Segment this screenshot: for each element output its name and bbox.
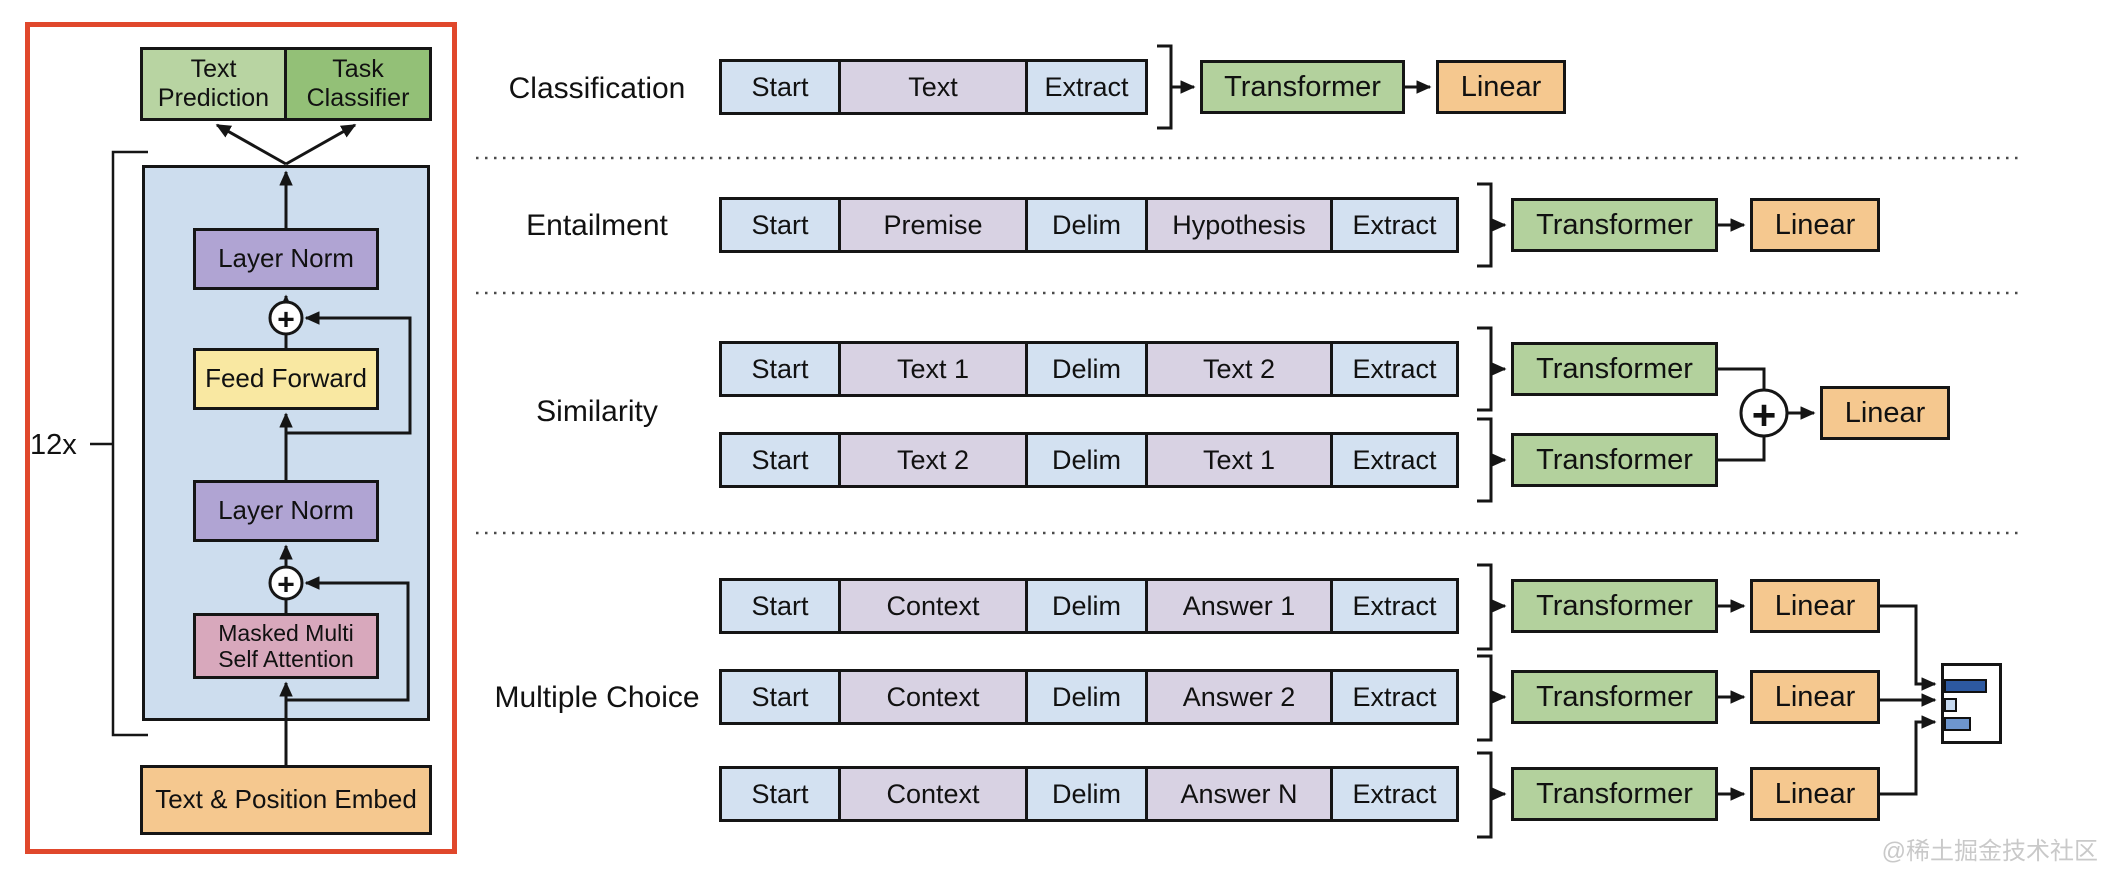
multiple-choice-sequence-1: Start Context Delim Answer 1 Extract	[719, 578, 1459, 634]
bracket-similarity-b	[1477, 417, 1493, 503]
score-bar-answer2	[1944, 698, 1957, 712]
seq-cell-delim: Delim	[1025, 341, 1148, 397]
layer-norm-top-box: Layer Norm	[193, 228, 379, 290]
seq-cell-premise: Premise	[838, 197, 1028, 253]
layer-norm-bottom-box: Layer Norm	[193, 480, 379, 542]
masked-attention-box: Masked Multi Self Attention	[193, 613, 379, 679]
line-similarity-a-to-add	[1718, 367, 1766, 389]
multiple-choice-sequence-2: Start Context Delim Answer 2 Extract	[719, 669, 1459, 725]
bracket-classification	[1157, 44, 1173, 130]
seq-cell-context: Context	[838, 669, 1028, 725]
seq-cell-extract: Extract	[1330, 432, 1459, 488]
bracket-mcn	[1477, 751, 1493, 839]
multiple-choice-label: Multiple Choice	[494, 681, 700, 714]
seq-cell-hypothesis: Hypothesis	[1145, 197, 1333, 253]
seq-cell-start: Start	[719, 578, 841, 634]
masked-attention-line1: Masked Multi	[218, 619, 354, 646]
route-mc1-to-scores	[1880, 604, 1937, 691]
classification-label: Classification	[508, 72, 686, 105]
transformer-box-similarity-b: Transformer	[1511, 433, 1718, 487]
seq-cell-delim: Delim	[1025, 578, 1148, 634]
seq-cell-text2: Text 2	[1145, 341, 1333, 397]
seq-cell-start: Start	[719, 766, 841, 822]
bracket-mc2	[1477, 654, 1493, 742]
line-similarity-b-to-add	[1718, 437, 1766, 462]
seq-cell-delim: Delim	[1025, 197, 1148, 253]
score-bar-answer1	[1944, 679, 1987, 693]
seq-cell-context: Context	[838, 578, 1028, 634]
seq-cell-start: Start	[719, 59, 841, 115]
seq-cell-text2: Text 2	[838, 432, 1028, 488]
score-bar-answerN	[1944, 717, 1971, 731]
linear-box-mc2: Linear	[1750, 670, 1880, 724]
add-circle-icon: +	[1739, 388, 1789, 439]
seq-cell-extract: Extract	[1330, 766, 1459, 822]
seq-cell-text1: Text 1	[1145, 432, 1333, 488]
feed-forward-box: Feed Forward	[193, 348, 379, 410]
task-classifier-box: Task Classifier	[284, 47, 432, 121]
linear-box-entailment: Linear	[1750, 198, 1880, 252]
seq-cell-answer1: Answer 1	[1145, 578, 1333, 634]
seq-cell-text: Text	[838, 59, 1028, 115]
linear-box-classification: Linear	[1436, 60, 1566, 114]
transformer-box-mc2: Transformer	[1511, 670, 1718, 724]
text-position-embed-box: Text & Position Embed	[140, 765, 432, 835]
linear-box-mc1: Linear	[1750, 579, 1880, 633]
similarity-sequence-a: Start Text 1 Delim Text 2 Extract	[719, 341, 1459, 397]
seq-cell-context: Context	[838, 766, 1028, 822]
entailment-label: Entailment	[526, 209, 668, 242]
seq-cell-extract: Extract	[1330, 197, 1459, 253]
seq-cell-delim: Delim	[1025, 766, 1148, 822]
seq-cell-start: Start	[719, 432, 841, 488]
svg-text:+: +	[1752, 392, 1777, 439]
seq-cell-start: Start	[719, 341, 841, 397]
classification-sequence: Start Text Extract	[719, 59, 1148, 115]
seq-cell-answerN: Answer N	[1145, 766, 1333, 822]
seq-cell-start: Start	[719, 197, 841, 253]
linear-box-similarity: Linear	[1820, 386, 1950, 440]
multiple-choice-sequence-n: Start Context Delim Answer N Extract	[719, 766, 1459, 822]
seq-cell-answer2: Answer 2	[1145, 669, 1333, 725]
seq-cell-extract: Extract	[1330, 669, 1459, 725]
seq-cell-start: Start	[719, 669, 841, 725]
bracket-similarity-a	[1477, 326, 1493, 412]
watermark: @稀土掘金技术社区	[1881, 838, 2098, 865]
bracket-mc1	[1477, 563, 1493, 651]
masked-attention-line2: Self Attention	[218, 646, 354, 672]
seq-cell-text1: Text 1	[838, 341, 1028, 397]
entailment-sequence: Start Premise Delim Hypothesis Extract	[719, 197, 1459, 253]
transformer-box-entailment: Transformer	[1511, 198, 1718, 252]
seq-cell-extract: Extract	[1330, 341, 1459, 397]
text-prediction-box: Text Prediction	[140, 47, 287, 121]
transformer-box-mcn: Transformer	[1511, 767, 1718, 821]
seq-cell-extract: Extract	[1330, 578, 1459, 634]
transformer-box-mc1: Transformer	[1511, 579, 1718, 633]
transformer-box-similarity-a: Transformer	[1511, 342, 1718, 396]
similarity-label: Similarity	[536, 395, 658, 428]
repeat-12x-label: 12x	[30, 428, 77, 461]
seq-cell-delim: Delim	[1025, 432, 1148, 488]
linear-box-mcn: Linear	[1750, 767, 1880, 821]
answer-score-chart	[1941, 663, 2002, 744]
similarity-sequence-b: Start Text 2 Delim Text 1 Extract	[719, 432, 1459, 488]
seq-cell-extract: Extract	[1025, 59, 1148, 115]
bracket-entailment	[1477, 182, 1493, 268]
route-mcn-to-scores	[1880, 715, 1937, 796]
seq-cell-delim: Delim	[1025, 669, 1148, 725]
transformer-box-classification: Transformer	[1200, 60, 1405, 114]
